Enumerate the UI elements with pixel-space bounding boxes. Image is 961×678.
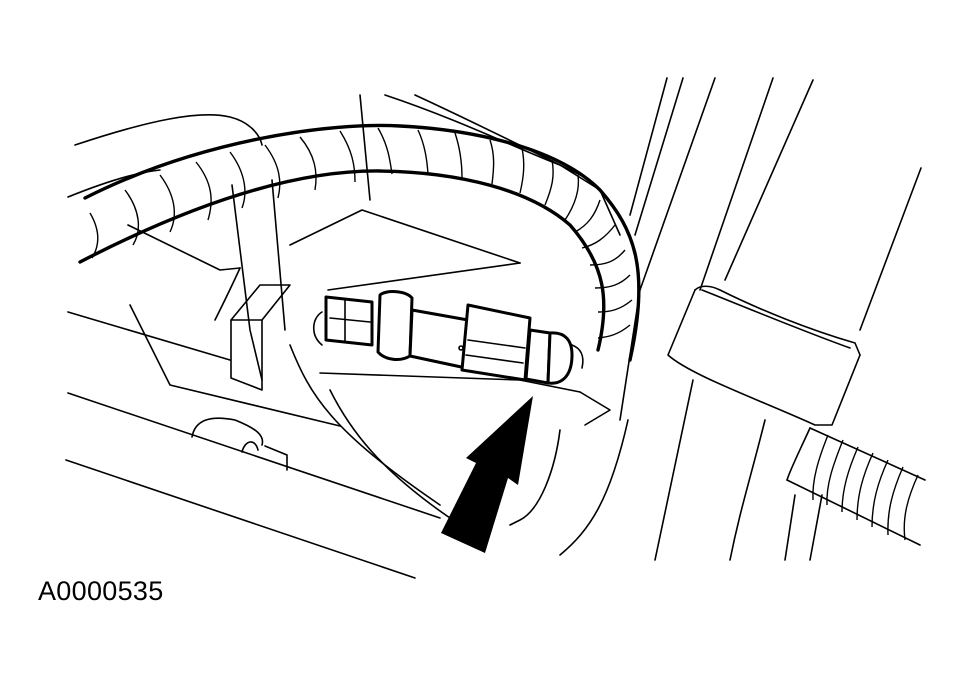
electrical-connector — [312, 290, 584, 385]
wiring-harness — [78, 123, 641, 362]
arrow-pointer-icon — [441, 396, 533, 553]
figure-caption: A0000535 — [38, 576, 164, 606]
collar-and-conduit — [667, 285, 926, 546]
